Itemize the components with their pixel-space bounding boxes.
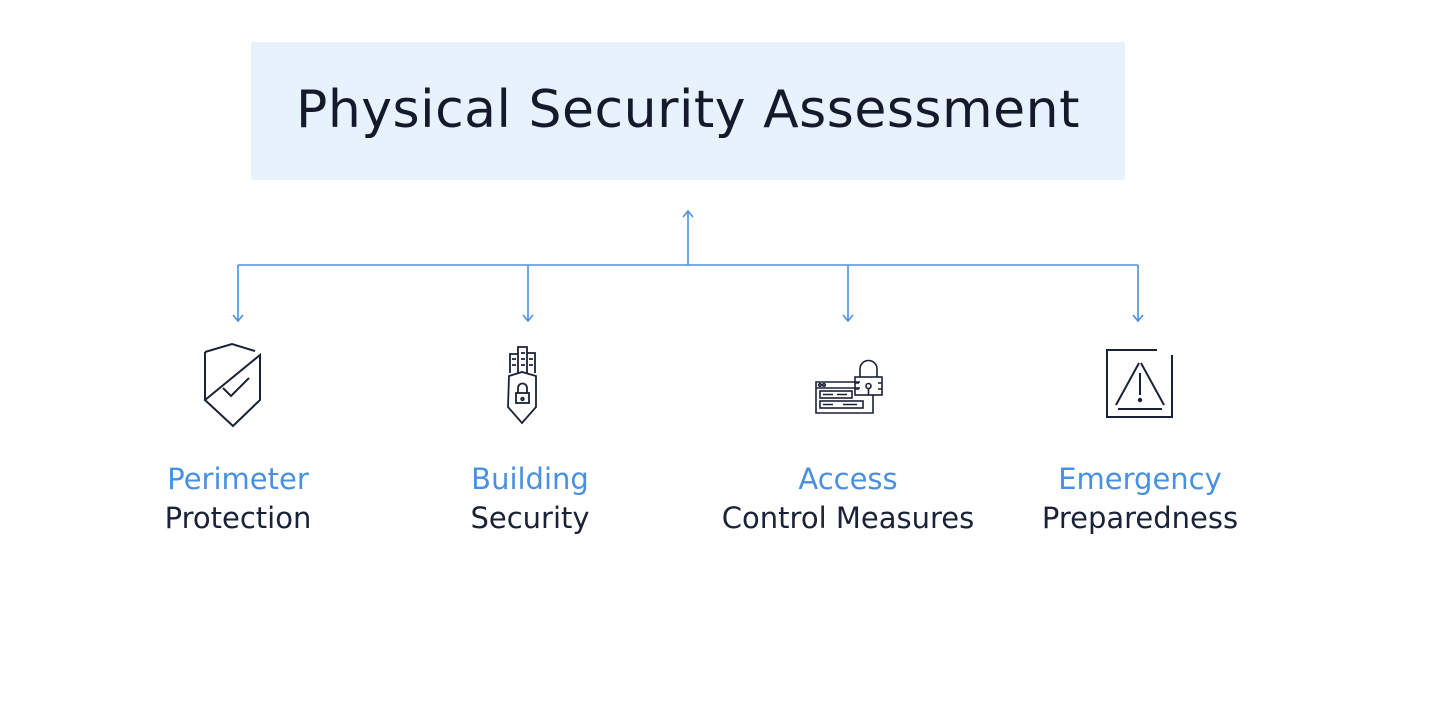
warning-triangle-icon	[1106, 349, 1173, 418]
node-label-line2: Control Measures	[721, 501, 975, 535]
node-label-line1: Building	[471, 462, 589, 496]
title-box: Physical Security Assessment	[251, 42, 1125, 180]
node-building-security: Building Security	[370, 340, 690, 538]
node-label-line1: Perimeter	[167, 462, 309, 496]
node-perimeter-protection: Perimeter Protection	[78, 340, 398, 538]
node-label-line2: Protection	[164, 501, 312, 535]
node-access-control: Access Control Measures	[688, 340, 1008, 538]
browser-lock-icon	[815, 359, 883, 414]
node-label-line1: Access	[798, 462, 898, 496]
node-label-line2: Security	[470, 501, 590, 535]
down-arrow-1	[232, 265, 244, 323]
diagram-title: Physical Security Assessment	[295, 80, 1081, 140]
shield-check-icon	[203, 342, 261, 428]
node-emergency-preparedness: Emergency Preparedness	[980, 340, 1300, 538]
node-label-line1: Emergency	[1058, 462, 1222, 496]
down-arrow-3	[842, 265, 854, 323]
down-arrow-4	[1132, 265, 1144, 323]
up-arrow-head	[682, 209, 694, 218]
down-arrow-2	[522, 265, 534, 323]
building-shield-lock-icon	[507, 346, 537, 425]
node-label-line2: Preparedness	[1041, 501, 1239, 535]
